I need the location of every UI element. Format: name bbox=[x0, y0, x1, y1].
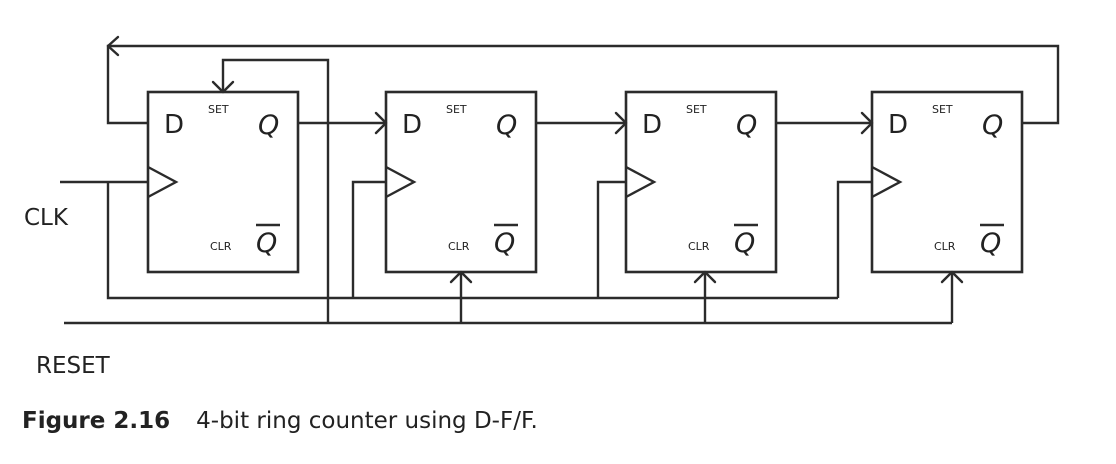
clr2-arrowhead bbox=[449, 270, 473, 284]
flip-flop-3-clock-triangle bbox=[625, 165, 657, 199]
clk-branch-ff4 bbox=[836, 180, 872, 298]
set1-arrowhead bbox=[211, 80, 235, 94]
d3-arrowhead bbox=[614, 111, 628, 135]
clr3-arrowhead bbox=[693, 270, 717, 284]
flip-flop-1-qbar-label: Q bbox=[256, 228, 277, 259]
flip-flop-1-d-label: D bbox=[164, 110, 184, 140]
flip-flop-3-qbar-label: Q bbox=[734, 228, 755, 259]
figure-number: Figure 2.16 bbox=[22, 408, 171, 434]
flip-flop-1-clr-label: CLR bbox=[210, 240, 232, 253]
flip-flop-4-q-label: Q bbox=[982, 110, 1003, 141]
flip-flop-3-q-label: Q bbox=[736, 110, 757, 141]
flip-flop-1-clock-triangle bbox=[147, 165, 179, 199]
d2-arrowhead bbox=[374, 111, 388, 135]
reset-label: RESET bbox=[36, 353, 111, 379]
flip-flop-2-q-label: Q bbox=[496, 110, 517, 141]
clk-label: CLK bbox=[24, 205, 69, 231]
flip-flop-4-qbar-label: Q bbox=[980, 228, 1001, 259]
flip-flop-4-clr-label: CLR bbox=[934, 240, 956, 253]
flip-flop-4-clock-triangle bbox=[871, 165, 903, 199]
clr4-arrowhead bbox=[940, 270, 964, 284]
flip-flop-1-set-label: SET bbox=[208, 103, 229, 116]
clk-branch-ff2 bbox=[351, 180, 386, 298]
ring-counter-diagram: CLK RESET D SET Q CLR Q D SET Q CLR Q D … bbox=[24, 35, 1060, 379]
clk-bus-wire bbox=[106, 182, 838, 300]
flip-flop-3-d-label: D bbox=[642, 110, 662, 140]
feedback-arrowhead bbox=[106, 35, 120, 57]
flip-flop-3-set-label: SET bbox=[686, 103, 707, 116]
d4-arrowhead bbox=[860, 111, 874, 135]
flip-flop-2-d-label: D bbox=[402, 110, 422, 140]
set1-wire bbox=[221, 58, 330, 323]
flip-flop-4-set-label: SET bbox=[932, 103, 953, 116]
flip-flop-2-clock-triangle bbox=[385, 165, 417, 199]
flip-flop-4-d-label: D bbox=[888, 110, 908, 140]
feedback-wire bbox=[106, 44, 1060, 125]
flip-flop-1-q-label: Q bbox=[258, 110, 279, 141]
flip-flop-2-set-label: SET bbox=[446, 103, 467, 116]
flip-flop-2-clr-label: CLR bbox=[448, 240, 470, 253]
clk-branch-ff3 bbox=[596, 180, 626, 298]
figure-caption: Figure 2.16 4-bit ring counter using D-F/… bbox=[22, 408, 538, 434]
flip-flop-2-qbar-label: Q bbox=[494, 228, 515, 259]
figure-caption-text: 4-bit ring counter using D-F/F. bbox=[196, 408, 538, 434]
flip-flop-3-clr-label: CLR bbox=[688, 240, 710, 253]
